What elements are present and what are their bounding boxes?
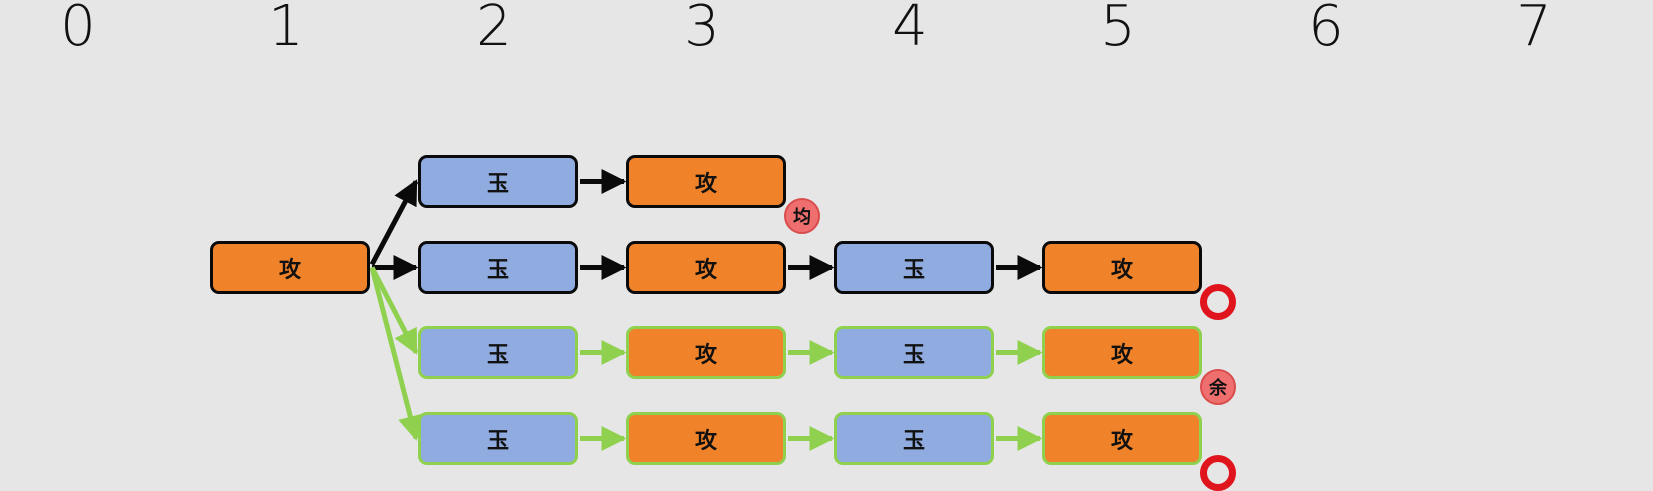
row-4-node-2-attack: 攻: [626, 412, 786, 465]
success-ring-icon: [1200, 455, 1236, 491]
row-3-node-1-king: 玉: [418, 326, 578, 379]
row-3-node-3-king: 玉: [834, 326, 994, 379]
edge-root-row-4: [369, 266, 423, 441]
row-4-node-3-king: 玉: [834, 412, 994, 465]
row-2-node-3-king: 玉: [834, 241, 994, 294]
row-3-node-2-attack: 攻: [626, 326, 786, 379]
column-label-5: 5: [1100, 0, 1136, 59]
column-label-3: 3: [684, 0, 720, 59]
row-4-node-1-king: 玉: [418, 412, 578, 465]
success-ring-icon: [1200, 284, 1236, 320]
root-attack-node: 攻: [210, 241, 370, 294]
column-label-4: 4: [892, 0, 928, 59]
result-badge-even: 均: [784, 198, 820, 234]
column-label-7: 7: [1516, 0, 1552, 59]
column-label-1: 1: [268, 0, 304, 59]
row-1-node-1-king: 玉: [418, 155, 578, 208]
row-1-node-2-attack: 攻: [626, 155, 786, 208]
column-label-6: 6: [1308, 0, 1344, 59]
row-4-node-4-attack: 攻: [1042, 412, 1202, 465]
column-label-0: 0: [60, 0, 96, 59]
column-label-2: 2: [476, 0, 512, 59]
row-2-node-4-attack: 攻: [1042, 241, 1202, 294]
row-2-node-2-attack: 攻: [626, 241, 786, 294]
edge-root-row-1: [369, 179, 419, 266]
result-badge-remainder: 余: [1200, 369, 1236, 405]
row-3-node-4-attack: 攻: [1042, 326, 1202, 379]
row-2-node-1-king: 玉: [418, 241, 578, 294]
edge-root-row-3: [369, 266, 419, 355]
